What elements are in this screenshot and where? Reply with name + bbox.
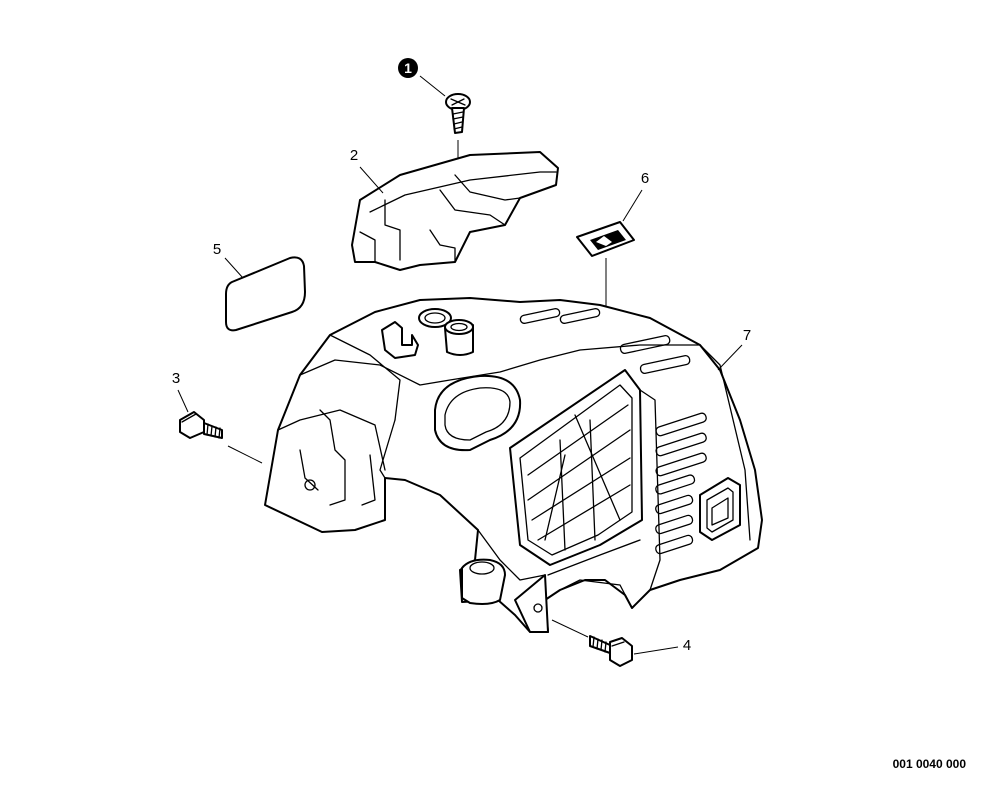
part-7-engine-shroud <box>264 297 763 633</box>
callout-1: 1 <box>398 58 446 97</box>
part-4-screw <box>589 635 633 667</box>
part-1-screw <box>445 93 471 134</box>
callout-4-number: 4 <box>683 637 691 654</box>
part-2-top-cover <box>351 151 559 271</box>
callout-7-number: 7 <box>743 327 751 344</box>
callout-5: 5 <box>213 241 244 279</box>
callout-4: 4 <box>633 637 691 655</box>
callout-5-number: 5 <box>213 241 221 258</box>
drawing-code: 001 0040 000 <box>893 757 967 771</box>
callout-7: 7 <box>717 327 751 371</box>
callout-2: 2 <box>350 147 384 194</box>
part-6-decal <box>576 221 635 257</box>
callout-1-number: 1 <box>404 60 412 76</box>
callout-2-number: 2 <box>350 147 358 164</box>
callout-6: 6 <box>622 170 649 222</box>
callout-3: 3 <box>172 370 189 413</box>
callout-6-number: 6 <box>641 170 649 187</box>
part-5-filter-pad <box>225 256 306 332</box>
part-3-screw <box>179 411 223 439</box>
callout-3-number: 3 <box>172 370 180 387</box>
part-4-leader <box>551 619 589 638</box>
part-3-leader <box>227 445 263 464</box>
